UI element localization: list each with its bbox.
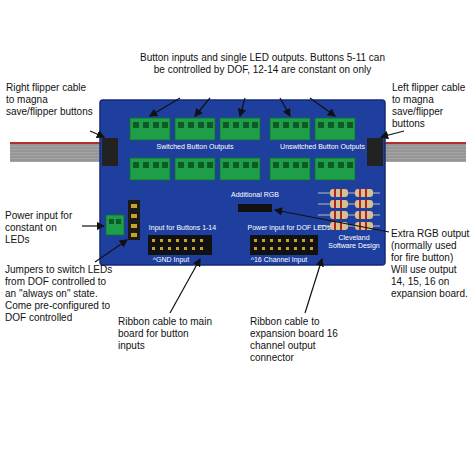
callout-note: Right flipper cable to magna save/flippe… [6,82,94,118]
callout-note: Button inputs and single LED outputs. Bu… [135,52,390,76]
callout-note: Power input for constant on LEDs [5,210,81,246]
board-silkscreen: Input for Buttons 1-14 [145,224,220,232]
board-silkscreen: ^16 Channel Input [243,256,315,264]
board-silkscreen: Power input for DOF LEDs [243,224,335,232]
callout-note: Extra RGB output (normally used for fire… [391,228,471,300]
board-silkscreen: Unswitched Button Outputs [270,143,375,151]
board-silkscreen: Switched Button Outputs [130,143,260,151]
board-silkscreen: Cleveland Software Design [324,234,384,250]
callout-note: Jumpers to switch LEDs from DOF controll… [5,264,113,324]
callout-note: Left flipper cable to magna save/flipper… [392,82,470,130]
board-silkscreen: Additional RGB [225,191,285,199]
callout-note: Ribbon cable to expansion board 16 chann… [250,316,362,364]
pcb-board: Switched Button Outputs Unswitched Button… [100,100,385,265]
callout-note: Ribbon cable to main board for button in… [118,316,218,352]
board-silkscreen: ^GND Input [145,256,197,264]
